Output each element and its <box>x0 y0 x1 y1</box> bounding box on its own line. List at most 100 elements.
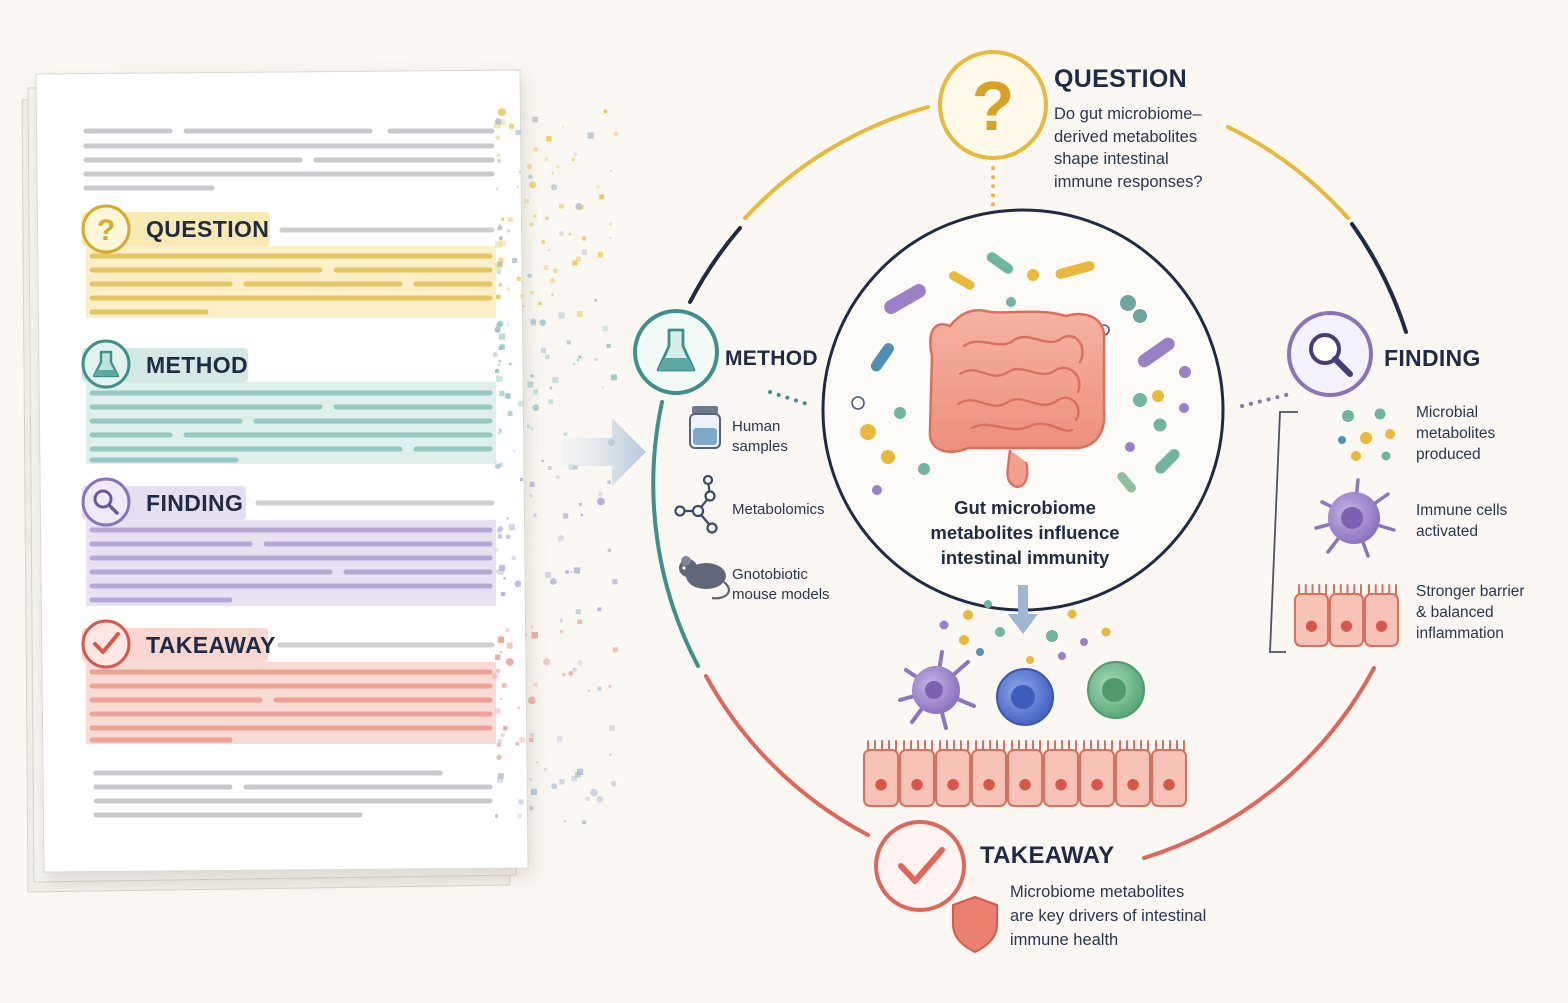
finding-bracket <box>1269 411 1298 653</box>
particle <box>572 362 576 366</box>
particle <box>576 768 584 775</box>
particle <box>568 233 572 236</box>
particle <box>495 323 502 330</box>
particle <box>526 424 531 429</box>
particle <box>610 780 617 787</box>
particle <box>533 147 538 152</box>
particle <box>498 739 502 743</box>
particle <box>543 265 549 270</box>
finding-item-barrier: Stronger barrier & balanced inflammation <box>1416 583 1525 642</box>
particle <box>497 159 501 163</box>
particle <box>514 580 522 588</box>
particle <box>496 153 501 158</box>
epithelial-cell <box>1079 740 1115 807</box>
doc-section-finding <box>81 477 496 606</box>
question-icon <box>81 204 131 254</box>
particle <box>508 362 512 366</box>
particle <box>496 294 501 300</box>
doc-label-takeaway: TAKEAWAY <box>146 632 276 658</box>
particle <box>530 626 534 629</box>
shield-icon <box>952 895 998 954</box>
particle <box>496 375 503 383</box>
particle <box>597 607 602 612</box>
particle <box>524 199 529 204</box>
particle <box>532 404 540 412</box>
particle <box>579 204 584 209</box>
particle <box>529 222 534 227</box>
particle <box>559 231 564 236</box>
particle <box>519 736 526 743</box>
particle <box>497 742 501 747</box>
particle <box>495 369 499 373</box>
particle <box>498 360 501 363</box>
particle <box>497 568 505 575</box>
particle <box>612 579 618 585</box>
particle <box>497 108 506 117</box>
particle <box>551 293 554 296</box>
center-caption: Gut microbiome metabolites influence int… <box>930 497 1120 568</box>
particle <box>565 570 569 574</box>
intestine-illustration <box>928 309 1106 488</box>
epithelial-cell <box>935 740 971 807</box>
epithelium-layer <box>863 740 1187 807</box>
particle <box>499 119 506 125</box>
epithelium-icon <box>1294 584 1399 647</box>
particle <box>496 754 502 760</box>
particle <box>563 432 568 436</box>
particle <box>507 411 513 416</box>
particle <box>495 187 499 191</box>
particle <box>559 779 565 785</box>
particle <box>549 277 556 284</box>
dissolve-particles <box>492 108 619 825</box>
particle <box>499 429 502 433</box>
particle <box>582 820 586 825</box>
method-item-metabolomics: Metabolomics <box>732 501 825 518</box>
particle <box>505 393 511 399</box>
particle <box>551 783 558 790</box>
particle <box>571 158 576 162</box>
particle <box>577 619 582 625</box>
checkmark-icon <box>81 619 131 669</box>
particle <box>558 203 565 209</box>
particle <box>533 214 537 218</box>
particle <box>545 354 550 360</box>
particle <box>498 283 503 287</box>
particle <box>530 788 537 796</box>
particle <box>529 738 534 743</box>
particle <box>599 194 605 200</box>
particle <box>597 497 605 506</box>
particle <box>572 260 578 266</box>
particle <box>499 240 506 247</box>
particle <box>515 129 521 136</box>
method-item-mouse-models: Gnotobiotic mouse models <box>732 566 830 603</box>
particle <box>527 381 534 388</box>
particle <box>517 706 521 710</box>
metabolite-dots <box>939 600 1111 664</box>
particle <box>506 323 509 326</box>
particle <box>562 513 569 519</box>
doc-label-method: METHOD <box>146 352 249 378</box>
particle <box>590 788 598 797</box>
particle <box>498 773 504 779</box>
particle <box>500 733 505 737</box>
particle <box>550 184 558 191</box>
particle <box>552 268 558 274</box>
doc-label-question: QUESTION <box>146 216 270 242</box>
particle <box>528 696 536 705</box>
particle <box>557 534 565 542</box>
immune-cells <box>898 650 1145 730</box>
particle <box>508 217 513 223</box>
particle <box>524 633 528 637</box>
particle <box>581 249 588 256</box>
particle <box>529 494 533 498</box>
epithelial-cell <box>1007 740 1043 807</box>
particle <box>495 814 499 818</box>
particle <box>552 376 559 384</box>
svg-text:?: ? <box>972 67 1015 145</box>
particle <box>594 358 598 362</box>
particle <box>570 571 573 574</box>
particle <box>580 513 583 516</box>
epithelial-cell <box>971 740 1007 807</box>
particle <box>503 726 508 731</box>
particle <box>533 682 538 687</box>
